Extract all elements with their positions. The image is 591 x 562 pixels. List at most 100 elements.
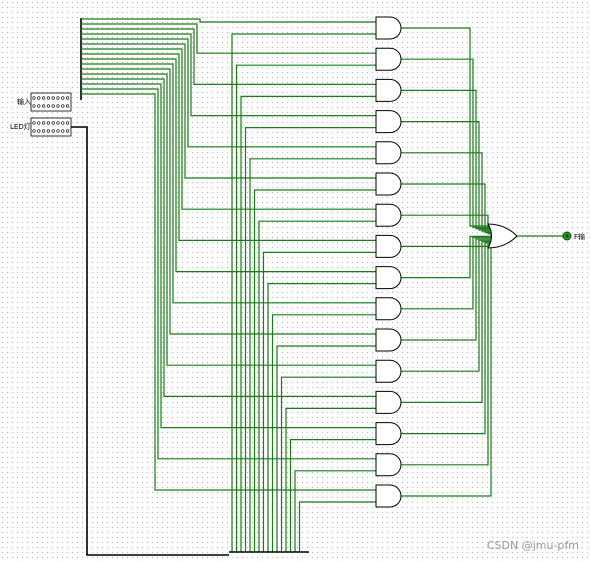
led-return-wire: [71, 126, 309, 556]
and-gate[interactable]: [375, 422, 402, 446]
and-gate[interactable]: [375, 359, 402, 383]
and-gate[interactable]: [375, 172, 402, 196]
wire-and-output: [401, 238, 492, 341]
pin-dot: [37, 104, 41, 108]
led-block[interactable]: [30, 117, 72, 137]
wire-and-output: [401, 242, 492, 435]
wire-input-b: [285, 407, 376, 552]
and-gate[interactable]: [375, 203, 402, 227]
wire-input-a: [81, 33, 376, 117]
wire-input-b: [244, 127, 376, 552]
pin-dot: [46, 96, 51, 100]
pin-dot: [65, 121, 70, 125]
and-gate[interactable]: [375, 297, 402, 321]
pin-dot: [56, 104, 60, 108]
wire-and-output: [401, 241, 492, 403]
output-label: F输: [574, 232, 585, 241]
wire-input-a: [81, 73, 376, 366]
pin-dot: [51, 96, 55, 100]
pin-dot: [56, 96, 60, 100]
and-gate[interactable]: [375, 47, 402, 71]
pin-dot: [65, 96, 70, 100]
pin-dot: [46, 129, 51, 133]
pin-dot: [37, 121, 41, 125]
led-label: LED灯: [10, 122, 31, 131]
wire-input-b: [253, 189, 376, 552]
wire-input-b: [276, 345, 376, 552]
wire-input-b: [231, 33, 376, 552]
wire-input-a: [81, 18, 376, 23]
wire-and-output: [401, 237, 492, 310]
and-gate-group: [375, 16, 402, 508]
wire-input-b: [262, 251, 376, 552]
and-gate[interactable]: [375, 484, 402, 508]
wire-input-a: [81, 28, 376, 85]
wire-input-b: [294, 470, 376, 552]
wire-input-a: [81, 68, 376, 335]
wire-input-b: [298, 501, 376, 552]
pin-dot: [46, 121, 51, 125]
pin-dot: [61, 96, 65, 100]
input-label: 输入: [17, 97, 31, 106]
and-gate[interactable]: [375, 110, 402, 134]
pin-dot: [51, 104, 55, 108]
wire-input-a: [81, 23, 376, 54]
wire-and-output: [401, 152, 492, 232]
and-gate[interactable]: [375, 328, 402, 352]
pin-dot: [65, 129, 70, 133]
input-pin-block[interactable]: [30, 92, 72, 112]
pin-dot: [56, 129, 60, 133]
wire-input-a: [81, 53, 376, 241]
pin-dot: [46, 104, 51, 108]
output-pin[interactable]: [562, 231, 572, 241]
and-gate[interactable]: [375, 390, 402, 414]
wire-input-b: [249, 158, 376, 552]
and-gate[interactable]: [375, 266, 402, 290]
pin-dot: [37, 96, 41, 100]
pin-dot: [61, 121, 65, 125]
pin-dot: [32, 121, 36, 125]
pin-dot: [41, 104, 46, 108]
wire-input-a: [81, 93, 376, 491]
or-gate[interactable]: [487, 223, 518, 249]
pin-dot: [32, 96, 36, 100]
wire-input-b: [240, 95, 376, 552]
wire-and-output: [401, 214, 492, 235]
wire-network: [81, 18, 492, 552]
pin-dot: [41, 121, 46, 125]
wire-input-b: [271, 314, 376, 552]
pin-dot: [56, 121, 60, 125]
and-gate[interactable]: [375, 16, 402, 40]
wire-and-output: [401, 121, 492, 231]
wire-and-output: [401, 89, 492, 230]
wire-and-output: [401, 27, 492, 227]
and-gate[interactable]: [375, 453, 402, 477]
pin-dot: [65, 104, 70, 108]
wire-input-b: [235, 64, 376, 552]
wire-input-b: [280, 376, 376, 552]
wire-input-a: [81, 48, 376, 210]
wire-input-a: [81, 43, 376, 179]
and-gate[interactable]: [375, 234, 402, 258]
wire-input-a: [81, 63, 376, 304]
pin-dot: [61, 104, 65, 108]
wire-and-output: [401, 183, 492, 234]
wire-input-a: [81, 38, 376, 148]
and-gate[interactable]: [375, 141, 402, 165]
pin-dot: [51, 121, 55, 125]
watermark-text: CSDN @jmu-pfm: [486, 539, 579, 552]
wire-input-b: [258, 220, 376, 552]
wire-input-b: [289, 439, 376, 552]
wire-input-a: [81, 78, 376, 397]
wire-input-a: [81, 83, 376, 429]
wire-and-output: [401, 239, 492, 372]
and-gate[interactable]: [375, 78, 402, 102]
pin-dot: [61, 129, 65, 133]
wire-input-b: [267, 283, 376, 552]
wire-input-a: [81, 88, 376, 460]
wire-and-output: [401, 235, 492, 279]
wire-input-a: [81, 58, 376, 273]
pin-dot: [32, 129, 36, 133]
pin-dot: [41, 96, 46, 100]
